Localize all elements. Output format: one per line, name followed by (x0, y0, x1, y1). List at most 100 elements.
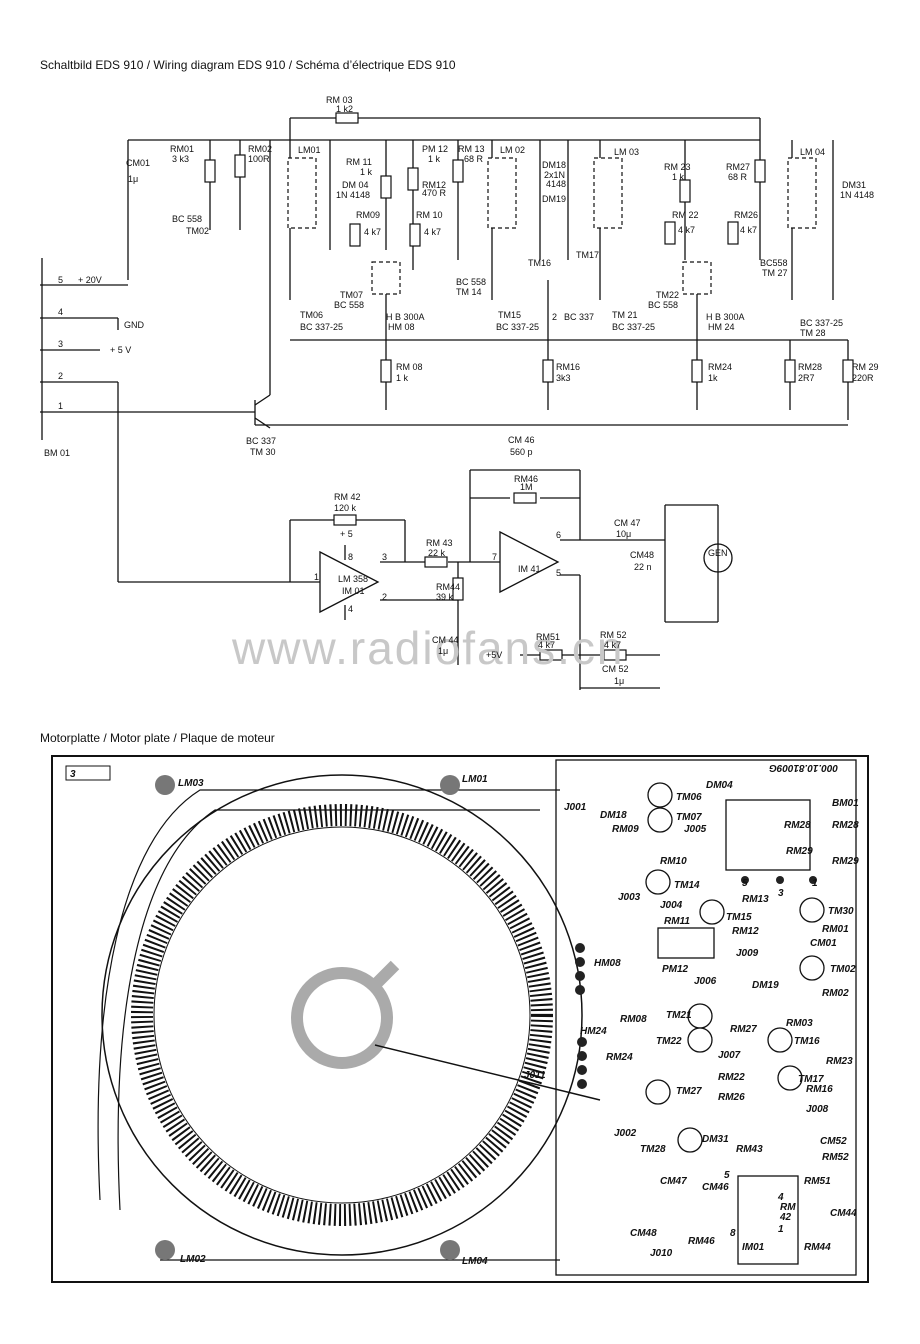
label-tm27: TM 27 (762, 268, 788, 278)
label-rm10-value: 4 k7 (424, 227, 441, 237)
im01-footprint (737, 1175, 799, 1265)
board-label-rm44: RM44 (804, 1242, 831, 1253)
board-label-rm13: RM13 (742, 894, 769, 905)
board-label-rm27: RM27 (730, 1024, 757, 1035)
label-rm01: RM01 (170, 144, 194, 154)
board-label-j011: J011 (524, 1070, 546, 1081)
board-label-p1: 1 (812, 878, 818, 889)
label-rm16: RM16 (556, 362, 580, 372)
label-bc558-tm27: BC558 (760, 258, 788, 268)
label-tm14: TM 14 (456, 287, 482, 297)
board-label-dm31: DM31 (702, 1134, 729, 1145)
label-tm16: TM16 (528, 258, 551, 268)
pm12-footprint (657, 927, 715, 959)
connector-pin-3: 3 (58, 339, 63, 349)
board-label-lm04: LM04 (462, 1256, 488, 1267)
board-label-tm17: TM17 (798, 1074, 824, 1085)
board-label-tm06: TM06 (676, 792, 702, 803)
board-label-tm02: TM02 (830, 964, 856, 975)
label-pm12: PM 12 (422, 144, 448, 154)
board-label-rm10: RM10 (660, 856, 687, 867)
board-label-cm52: CM52 (820, 1136, 847, 1147)
label-rm29-value: 220R (852, 373, 874, 383)
label-rm27-value: 68 R (728, 172, 748, 182)
label-tm21: TM 21 (612, 310, 638, 320)
board-label-cm46: CM46 (702, 1182, 729, 1193)
board-label-j002: J002 (614, 1128, 637, 1139)
board-label-code: 000.10.81009G (769, 762, 838, 773)
board-label-j003: J003 (618, 892, 641, 903)
board-label-tm16: TM16 (794, 1036, 820, 1047)
coil-site-lm03 (155, 775, 175, 795)
board-label-lm02: LM02 (180, 1254, 206, 1265)
label-rm27: RM27 (726, 162, 750, 172)
board-label-rm23: RM23 (826, 1056, 853, 1067)
label-node-2: 2 (552, 312, 557, 322)
label-lm02: LM 02 (500, 145, 525, 155)
label-rm11-value: 1 k (360, 167, 373, 177)
connector-pin-3-label: + 5 V (110, 345, 131, 355)
label-rm52-value: 4 k7 (604, 640, 621, 650)
board-label-pad3: 3 (70, 769, 76, 780)
label-bc337-tm28: BC 337-25 (800, 318, 843, 328)
label-pin4: 4 (348, 604, 353, 614)
board-label-rm28-b: RM28 (832, 820, 859, 831)
board-label-p3: 3 (778, 888, 784, 899)
label-dm19: DM19 (542, 194, 566, 204)
label-rm42: RM 42 (334, 492, 361, 502)
label-hb300-hm08: H B 300A (386, 312, 425, 322)
label-cm46-value: 560 p (510, 447, 533, 457)
label-rm46: RM46 (514, 474, 538, 484)
label-cm52: CM 52 (602, 664, 629, 674)
board-label-tm15: TM15 (726, 912, 752, 923)
board-label-rm28-a: RM28 (784, 820, 811, 831)
label-rm01-value: 3 k3 (172, 154, 189, 164)
label-rm43: RM 43 (426, 538, 453, 548)
label-bc558-tm02: BC 558 (172, 214, 202, 224)
label-pin1: 1 (314, 572, 319, 582)
board-label-tm30: TM30 (828, 906, 854, 917)
board-label-rm43: RM43 (736, 1144, 763, 1155)
board-label-rm01: RM01 (822, 924, 849, 935)
board-label-cm44: CM44 (830, 1208, 857, 1219)
label-pin5: 5 (556, 568, 561, 578)
label-rm26: RM26 (734, 210, 758, 220)
connector-pin-1: 1 (58, 401, 63, 411)
watermark: www.radiofans.cn (231, 622, 625, 674)
board-label-rm29-a: RM29 (786, 846, 813, 857)
label-hm08: HM 08 (388, 322, 415, 332)
connector-pin-4: 4 (58, 307, 63, 317)
board-label-tm14: TM14 (674, 880, 700, 891)
label-cm47: CM 47 (614, 518, 641, 528)
label-tm02: TM02 (186, 226, 209, 236)
board-label-hm24: HM24 (580, 1026, 607, 1037)
label-hb300-hm24: H B 300A (706, 312, 745, 322)
connector-ref: BM 01 (44, 448, 70, 458)
label-rm03: RM 03 (326, 95, 353, 105)
label-bc558-tm14: BC 558 (456, 277, 486, 287)
center-hub (291, 967, 393, 1069)
label-pin3: 3 (382, 552, 387, 562)
board-label-lm01: LM01 (462, 774, 488, 785)
label-dm04-value: 1N 4148 (336, 190, 370, 200)
label-gen: GEN (708, 548, 728, 558)
label-rm02: RM02 (248, 144, 272, 154)
label-dm31-value: 1N 4148 (840, 190, 874, 200)
board-label-rm29-b: RM29 (832, 856, 859, 867)
label-rm51: RM51 (536, 632, 560, 642)
label-rm28: RM28 (798, 362, 822, 372)
label-pm12-value: 1 k (428, 154, 441, 164)
board-label-rm12: RM12 (732, 926, 759, 937)
coil-site-lm04 (440, 1240, 460, 1260)
label-rm29: RM 29 (852, 362, 879, 372)
label-rm22: RM 22 (672, 210, 699, 220)
label-rm28-value: 2R7 (798, 373, 815, 383)
label-rm13: RM 13 (458, 144, 485, 154)
label-rm09-value: 4 k7 (364, 227, 381, 237)
board-label-42: 42 (779, 1212, 792, 1223)
label-bc558-tm22: BC 558 (648, 300, 678, 310)
board-label-p5: 5 (742, 878, 748, 889)
label-cm01-value: 1μ (128, 174, 138, 184)
board-label-bm01: BM01 (832, 798, 859, 809)
connector-pin-5: 5 (58, 275, 63, 285)
